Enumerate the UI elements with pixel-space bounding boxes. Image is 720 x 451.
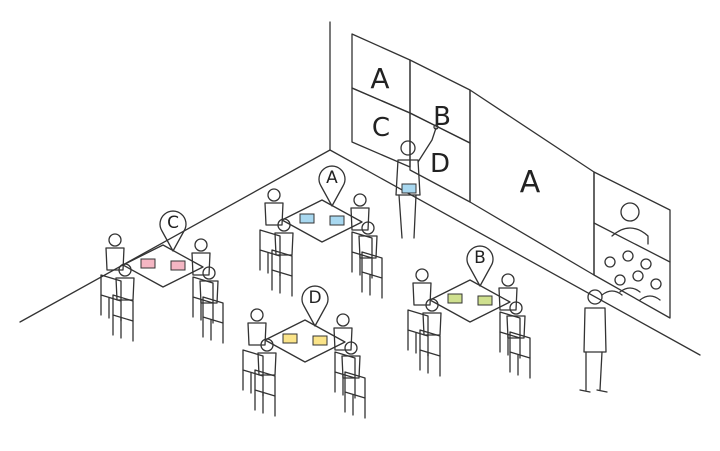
student xyxy=(350,193,370,231)
group-d: D xyxy=(242,285,366,419)
chair xyxy=(202,296,224,344)
location-pin-icon: A xyxy=(318,165,346,207)
student xyxy=(199,266,219,304)
wall-label: D xyxy=(430,149,450,179)
student xyxy=(358,221,378,259)
location-pin-icon: C xyxy=(159,210,187,252)
chair xyxy=(254,369,276,417)
laptop-icon xyxy=(140,258,156,269)
student xyxy=(333,313,353,351)
table xyxy=(429,279,511,323)
remote-participants-group xyxy=(601,250,662,301)
chair xyxy=(344,371,366,419)
group-label: C xyxy=(167,213,179,233)
laptop-icon xyxy=(312,335,328,346)
chair xyxy=(112,294,134,342)
student xyxy=(274,218,294,256)
observer xyxy=(579,289,608,393)
student xyxy=(506,301,526,339)
table xyxy=(264,319,346,363)
location-pin-icon: D xyxy=(301,285,329,327)
video-conference-panel xyxy=(593,171,671,319)
student xyxy=(191,238,211,276)
laptop-icon xyxy=(477,295,493,306)
group-a: A xyxy=(259,165,383,299)
student xyxy=(498,273,518,311)
video-wall: A B C D A xyxy=(351,33,671,319)
student xyxy=(257,338,277,376)
teacher xyxy=(395,124,439,239)
chair xyxy=(361,251,383,299)
student xyxy=(412,268,432,306)
table xyxy=(281,199,363,243)
wall-label: C xyxy=(372,113,390,143)
room-walls xyxy=(19,21,701,356)
laptop-icon xyxy=(329,215,345,226)
chair xyxy=(100,274,122,322)
chair xyxy=(271,249,293,297)
group-b: B xyxy=(407,245,531,379)
chair xyxy=(419,329,441,377)
laptop-icon xyxy=(170,260,186,271)
laptop-icon xyxy=(299,213,315,224)
student xyxy=(264,188,284,226)
chair xyxy=(259,229,281,277)
location-pin-icon: B xyxy=(466,245,494,287)
student xyxy=(105,233,125,271)
chair xyxy=(509,331,531,379)
group-c: C xyxy=(100,210,224,344)
chair xyxy=(242,349,264,397)
student xyxy=(247,308,267,346)
group-label: A xyxy=(326,168,338,188)
table xyxy=(122,244,204,288)
wall-label: A xyxy=(370,62,389,95)
laptop-icon xyxy=(447,293,463,304)
group-label: B xyxy=(474,248,486,268)
wall-label: B xyxy=(433,102,451,132)
remote-participant-large xyxy=(611,202,649,245)
laptop-icon xyxy=(282,333,298,344)
tablet-icon xyxy=(401,183,417,194)
chair xyxy=(407,309,429,357)
group-tables: A B C D xyxy=(100,165,531,419)
group-label: D xyxy=(308,288,321,308)
wall-label: A xyxy=(520,165,541,200)
student xyxy=(341,341,361,379)
student xyxy=(115,263,135,301)
student xyxy=(422,298,442,336)
